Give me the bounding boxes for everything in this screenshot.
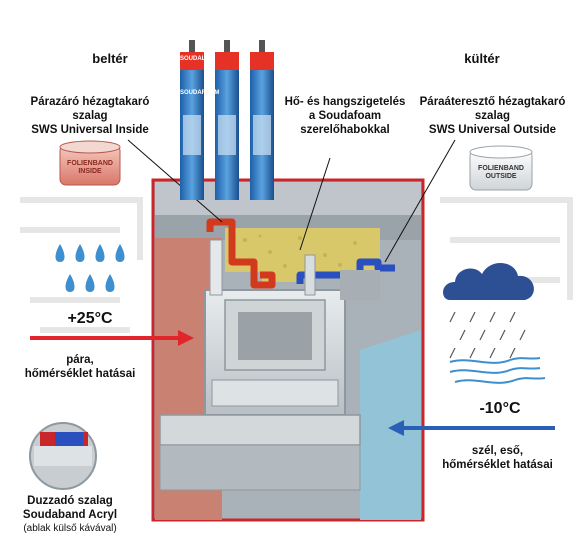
sealing-tape-note: (ablak külső kávával)	[23, 523, 117, 534]
indoor-effects-line2: hőmérséklet hatásai	[24, 368, 136, 380]
foam-layer	[225, 228, 380, 282]
rain-drops	[55, 244, 125, 292]
outdoor-effects-line1: szél, eső,	[471, 445, 524, 457]
inside-tape-roll	[59, 140, 121, 186]
wind-icon	[449, 357, 546, 384]
foam-label: Hő- és hangszigetelés a Soudafoam szerel…	[270, 95, 420, 137]
sealing-tape-detail	[29, 422, 97, 490]
outside-tape-roll	[469, 145, 533, 191]
indoor-temperature: +25°C	[67, 310, 113, 327]
roll-print-inside: FOLIENBAND INSIDE	[67, 160, 113, 175]
roll-print-outside: FOLIENBAND OUTSIDE	[478, 165, 524, 180]
indoor-effects-line1: pára,	[66, 354, 94, 366]
outside-tape	[296, 258, 395, 284]
outdoor-effects-line2: hőmérséklet hatásai	[442, 459, 553, 471]
outdoor-title: kültér	[464, 51, 500, 66]
sealing-tape-label-line2: Soudaband Acryl	[22, 509, 118, 521]
outdoor-tape-label-line3: SWS Universal Outside	[428, 124, 557, 136]
foam-cans	[180, 40, 274, 200]
window-section	[151, 178, 425, 522]
can-brand: SOUDAL	[180, 56, 206, 62]
inside-tape	[206, 218, 276, 289]
outdoor-tape-label-line1: Páraáteresztő hézagtakaró	[419, 96, 566, 108]
foam-label-line3: szerelőhabokkal	[300, 124, 390, 136]
outdoor-effects: szél, eső, hőmérséklet hatásai	[425, 444, 570, 472]
sealing-tape-label-line1: Duzzadó szalag	[27, 495, 113, 507]
indoor-effects: pára, hőmérséklet hatásai	[10, 353, 150, 381]
foam-label-line2: a Soudafoam	[308, 110, 382, 122]
rain-cloud-icon	[443, 262, 534, 359]
outdoor-wall	[360, 330, 421, 520]
outdoor-tape-label-line2: szalag	[474, 110, 511, 122]
indoor-tape-label-line2: szalag	[72, 110, 108, 122]
outdoor-arrow	[388, 420, 555, 436]
indoor-tape-label: Párazáró hézagtakaró szalag SWS Universa…	[10, 95, 170, 137]
indoor-tape-label-line1: Párazáró hézagtakaró	[30, 96, 150, 108]
foam-label-line1: Hő- és hangszigetelés	[284, 96, 406, 108]
sealing-tape-label: Duzzadó szalag Soudaband Acryl (ablak kü…	[0, 494, 140, 536]
can-product: SOUDAFOAM	[180, 90, 220, 96]
window-frame	[159, 239, 380, 491]
indoor-arrow	[30, 330, 194, 346]
indoor-title: beltér	[92, 51, 128, 66]
outdoor-temperature: -10°C	[479, 400, 521, 417]
outdoor-tape-label: Páraáteresztő hézagtakaró szalag SWS Uni…	[410, 95, 575, 137]
indoor-tape-label-line3: SWS Universal Inside	[31, 124, 149, 136]
